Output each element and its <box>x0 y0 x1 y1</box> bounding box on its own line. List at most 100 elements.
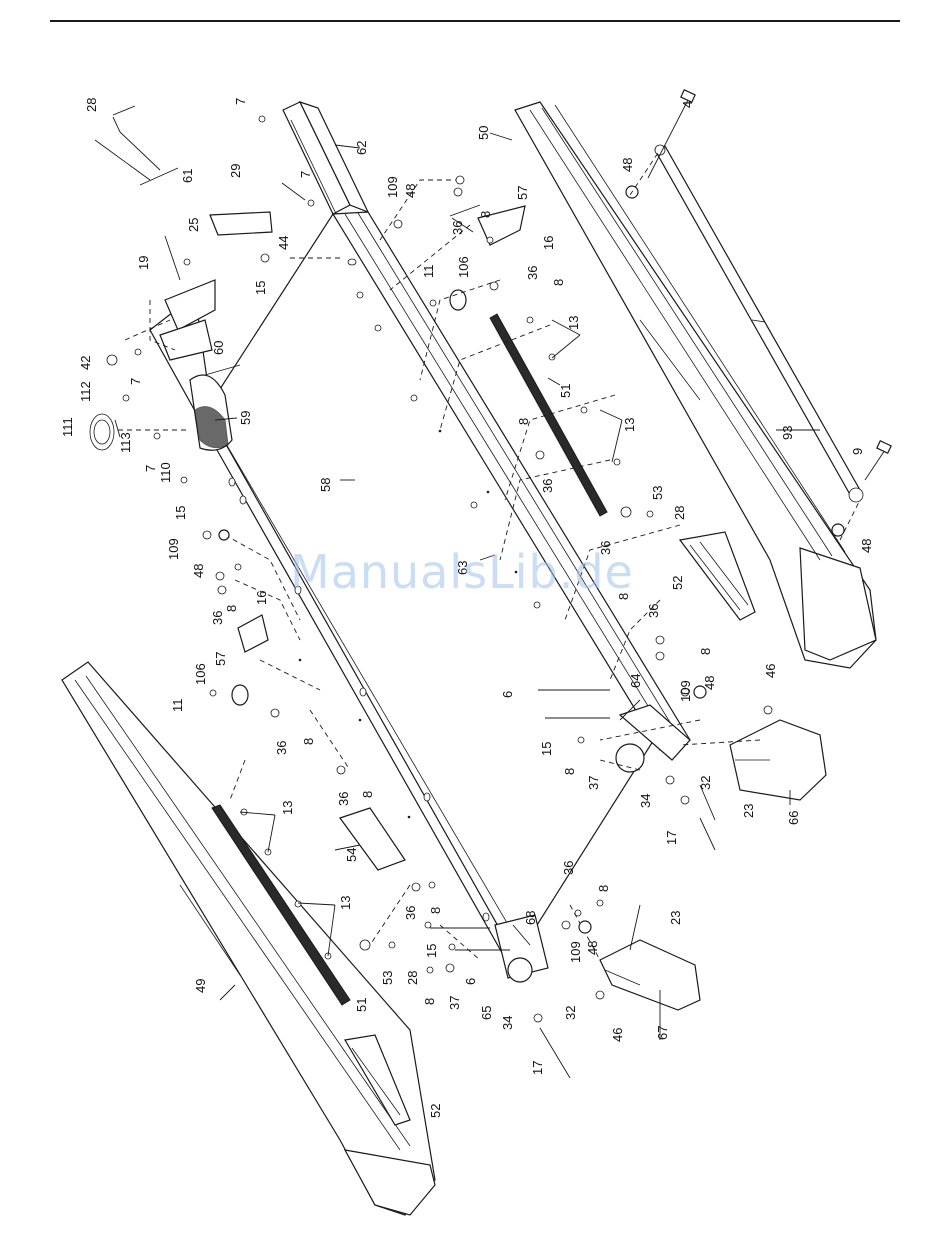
callout-label: 48 <box>702 676 717 690</box>
callout-label: 28 <box>672 506 687 520</box>
callout-label: 36 <box>540 479 555 493</box>
callout-label: 36 <box>450 221 465 235</box>
callout-label: 8 <box>516 418 531 425</box>
callout-label: 110 <box>158 462 173 483</box>
callout-label: 36 <box>646 604 661 618</box>
callout-label: 51 <box>354 998 369 1012</box>
callout-label: 48 <box>620 158 635 172</box>
callout-label: 11 <box>421 265 436 279</box>
callout-label: 109 <box>568 941 583 963</box>
callout-label: 15 <box>539 742 554 756</box>
frame-upper-crossbar <box>282 100 370 223</box>
callout-label: 8 <box>360 791 375 798</box>
callout-label: 48 <box>859 539 874 553</box>
callout-label: 52 <box>428 1104 443 1118</box>
callout-label: 57 <box>515 186 530 200</box>
callout-label: 44 <box>276 236 291 250</box>
rear-roller <box>654 144 864 503</box>
callout-label: 15 <box>424 944 439 958</box>
hardware-fasteners <box>106 115 773 1079</box>
callout-label: 25 <box>186 218 201 232</box>
callout-label: 59 <box>238 411 253 425</box>
callout-label: 36 <box>561 861 576 875</box>
callout-label: 49 <box>193 979 208 993</box>
nut-48-rear <box>831 523 845 537</box>
callout-label: 28 <box>405 971 420 985</box>
deck-mounting-holes <box>228 258 541 922</box>
callout-label: 65 <box>479 1006 494 1020</box>
callout-label: 8 <box>301 738 316 745</box>
callout-label: 37 <box>447 996 462 1010</box>
callout-label: 15 <box>253 281 268 295</box>
callout-label: 9 <box>850 448 865 455</box>
callout-label: 13 <box>338 896 353 910</box>
callout-label: 93 <box>780 426 795 440</box>
callout-label: 8 <box>428 907 443 914</box>
callout-label: 63 <box>455 561 470 575</box>
callout-label: 48 <box>585 941 600 955</box>
right-rear-endcap <box>678 531 756 621</box>
callout-label: 16 <box>254 591 269 605</box>
upright-bracket-left <box>159 211 273 361</box>
callout-label: 106 <box>193 663 208 685</box>
leader-lines <box>94 105 820 1040</box>
callout-label: 13 <box>280 801 295 815</box>
callout-label: 60 <box>211 341 226 355</box>
callout-label: 36 <box>336 792 351 806</box>
callout-label: 58 <box>318 478 333 492</box>
callout-label: 37 <box>586 776 601 790</box>
right-rear-foot-cover <box>729 719 827 801</box>
callout-label: 8 <box>562 768 577 775</box>
callout-label: 61 <box>180 169 195 183</box>
callout-label: 13 <box>566 316 581 330</box>
callout-label: 36 <box>274 741 289 755</box>
callout-label: 62 <box>354 141 369 155</box>
callout-label: 46 <box>763 664 778 678</box>
bolt-9 <box>864 440 892 481</box>
left-side-rail-cover <box>61 661 436 1216</box>
callout-label: 7 <box>128 378 143 385</box>
callout-label: 67 <box>655 1026 670 1040</box>
bracket-57-left <box>237 614 269 653</box>
callout-label: 109 <box>166 538 181 560</box>
callout-label: 8 <box>422 998 437 1005</box>
callout-label: 11 <box>170 699 185 713</box>
callout-label: 8 <box>698 648 713 655</box>
callout-label: 19 <box>136 256 151 270</box>
callout-label: 53 <box>650 486 665 500</box>
right-side-rail-cover <box>514 101 877 669</box>
callout-label: 7 <box>298 171 313 178</box>
callout-label: 34 <box>638 794 653 808</box>
callout-label: 42 <box>78 356 93 370</box>
callout-label: 34 <box>500 1016 515 1030</box>
left-wheel-housing <box>494 914 549 983</box>
callout-label: 17 <box>664 831 679 845</box>
callout-label: 8 <box>616 593 631 600</box>
callout-label: 13 <box>622 418 637 432</box>
callout-label: 6 <box>500 691 515 698</box>
callout-label: 8 <box>224 605 239 612</box>
callout-label: 17 <box>530 1061 545 1075</box>
bolt-4 <box>647 89 696 179</box>
left-foot-rail <box>211 804 351 1006</box>
callout-label: 113 <box>118 432 133 453</box>
callout-label: 48 <box>403 184 418 198</box>
right-foot-rail <box>489 313 608 517</box>
callout-label: 23 <box>741 804 756 818</box>
callout-label: 28 <box>84 98 99 112</box>
callout-label: 4 <box>680 101 695 108</box>
decal-54 <box>339 807 406 871</box>
callout-label: 106 <box>456 256 471 278</box>
callout-label: 36 <box>525 266 540 280</box>
callout-label: 36 <box>403 906 418 920</box>
callout-label: 29 <box>228 164 243 178</box>
left-rear-foot-cover <box>599 939 701 1011</box>
motor-hood-assembly <box>89 374 233 451</box>
callout-labels: 28 61 7 62 29 7 25 19 44 15 109 48 36 8 … <box>60 98 874 1118</box>
bracket-57-right <box>477 205 526 246</box>
callout-label: 111 <box>60 417 75 437</box>
roller-106-left <box>231 684 249 706</box>
callout-label: 57 <box>213 652 228 666</box>
